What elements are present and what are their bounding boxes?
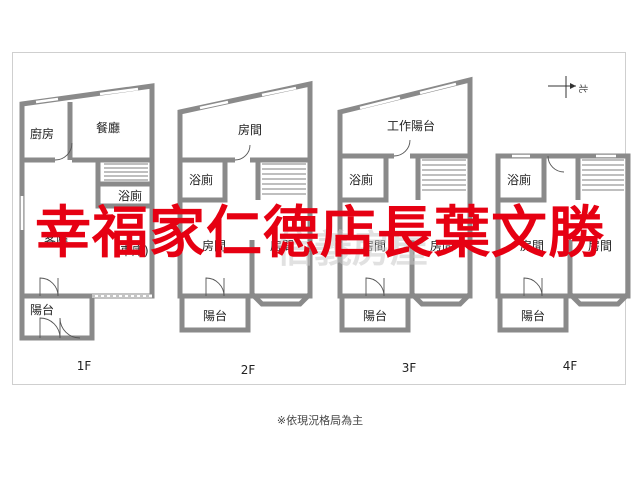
floor-3f: 工作陽台 浴廁 房間 房間 陽台 3F [337,76,473,375]
4f-balcony-label: 陽台 [521,308,545,323]
4f-floor-label: 4F [563,359,578,373]
1f-floor-label: 1F [77,359,92,373]
2f-room-north-label: 房間 [238,122,262,137]
north-compass-icon: 北 [548,76,588,98]
3f-work-balcony-label: 工作陽台 [387,118,435,133]
1f-garage-label: (車庫) [115,244,148,258]
1f-kitchen-label: 廚房 [30,126,54,141]
1f-dining-label: 餐廳 [96,120,120,135]
1f-bath-label: 浴廁 [118,188,142,203]
layout-note: ※依現況格局為主 [277,413,363,427]
floor-4f: 浴廁 房間 房間 陽台 4F [495,153,631,373]
2f-floor-label: 2F [241,363,256,377]
floor-1f: 廚房 餐廳 浴廁 客廳 (車庫) 陽台 1F [19,83,155,373]
1f-balcony-label: 陽台 [30,302,54,317]
4f-bath-label: 浴廁 [507,172,531,187]
ghost-watermark: 信義房屋 [276,227,428,271]
1f-living-label: 客廳 [44,232,68,247]
agent-overlay-text: 幸福家仁德店長葉文勝 [35,201,605,266]
2f-room-sw-label: 房間 [202,238,226,253]
3f-balcony-label: 陽台 [363,308,387,323]
3f-room-sw-label: 房間 [362,238,386,253]
4f-room-sw-label: 房間 [520,238,544,253]
3f-room-se-label: 房間 [430,238,454,253]
2f-bath-label: 浴廁 [189,172,213,187]
floor-2f: 房間 浴廁 房間 房間 陽台 2F [177,80,313,377]
compass-north-label: 北 [577,84,588,93]
2f-balcony-label: 陽台 [203,308,227,323]
4f-room-se-label: 房間 [588,238,612,253]
3f-bath-label: 浴廁 [349,172,373,187]
2f-room-se-label: 房間 [270,238,294,253]
3f-floor-label: 3F [402,361,417,375]
